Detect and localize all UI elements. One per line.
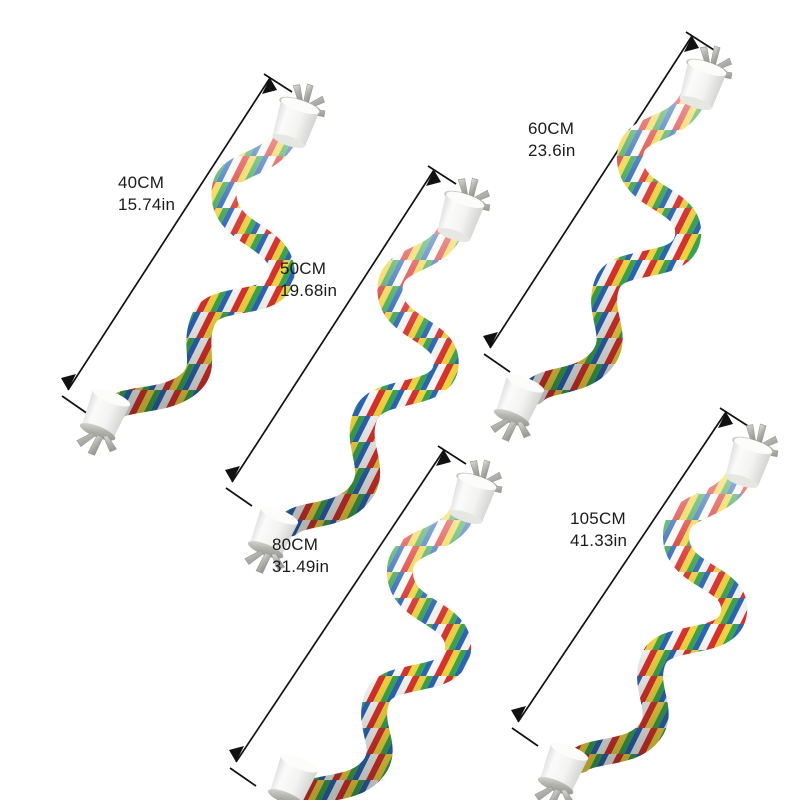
dimension-arrow-60cm: [483, 31, 715, 373]
size-label-50cm-cm: 50CM: [280, 259, 327, 278]
rope-body-80cm: [297, 497, 477, 800]
size-label-60cm: 60CM 23.6in: [528, 118, 576, 163]
mount-cap-top-50cm: [430, 170, 498, 249]
dimension-arrow-50cm: [225, 165, 457, 507]
mount-cap-bottom-60cm: [484, 370, 551, 449]
size-label-80cm-in: 31.49in: [272, 557, 330, 577]
mount-cap-top-60cm: [672, 38, 740, 117]
size-label-40cm-cm: 40CM: [118, 173, 165, 192]
dimension-arrow-80cm: [229, 445, 467, 787]
size-label-60cm-in: 23.6in: [528, 141, 576, 161]
size-label-105cm-cm: 105CM: [570, 509, 626, 528]
size-label-50cm-in: 19.68in: [280, 281, 338, 301]
size-label-50cm: 50CM 19.68in: [280, 258, 337, 303]
mount-cap-top-105cm: [718, 416, 786, 495]
size-label-80cm-cm: 80CM: [272, 535, 319, 554]
size-label-80cm: 80CM 31.49in: [272, 534, 329, 579]
size-label-60cm-cm: 60CM: [528, 119, 575, 138]
dimension-arrow-40cm: [61, 73, 293, 415]
mount-cap-top-80cm: [442, 452, 510, 531]
size-label-105cm-in: 41.33in: [570, 531, 628, 551]
mount-cap-top-40cm: [265, 76, 333, 155]
size-label-40cm-in: 15.74in: [118, 195, 176, 215]
size-label-105cm: 105CM 41.33in: [570, 508, 627, 553]
mount-cap-bottom-40cm: [70, 384, 137, 463]
size-label-40cm: 40CM 15.74in: [118, 172, 175, 217]
mount-cap-bottom-80cm: [258, 750, 325, 800]
mount-cap-bottom-105cm: [528, 738, 595, 800]
dimension-arrow-105cm: [511, 407, 749, 747]
